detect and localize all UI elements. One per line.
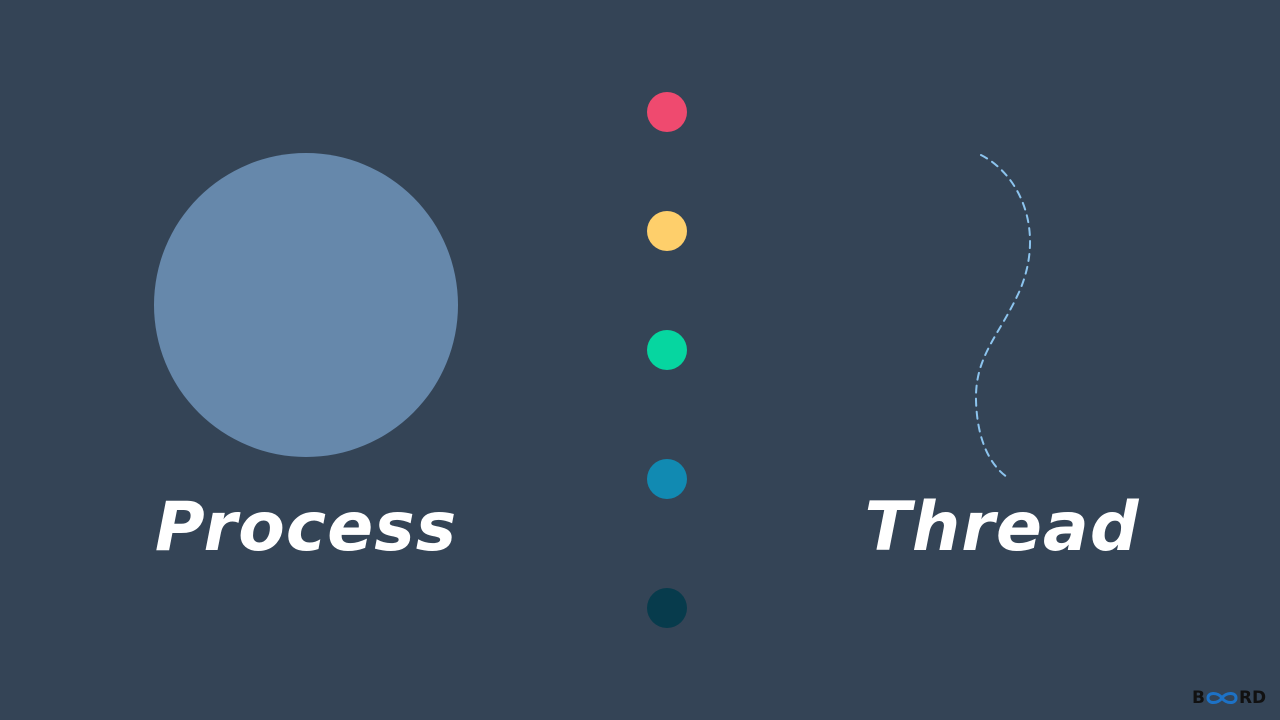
thread-line <box>974 154 1032 478</box>
logo-prefix: B <box>1192 688 1205 708</box>
process-label: Process <box>154 488 458 567</box>
divider-dot-yellow <box>647 211 687 251</box>
divider-dot-green <box>647 330 687 370</box>
infinity-icon <box>1206 692 1238 704</box>
process-circle <box>154 153 458 457</box>
divider-dot-dark <box>647 588 687 628</box>
logo-suffix: RD <box>1238 688 1267 708</box>
divider-dot-blue <box>647 459 687 499</box>
thread-label: Thread <box>864 488 1140 567</box>
divider-dot-red <box>647 92 687 132</box>
brand-logo: B RD <box>1192 686 1272 710</box>
